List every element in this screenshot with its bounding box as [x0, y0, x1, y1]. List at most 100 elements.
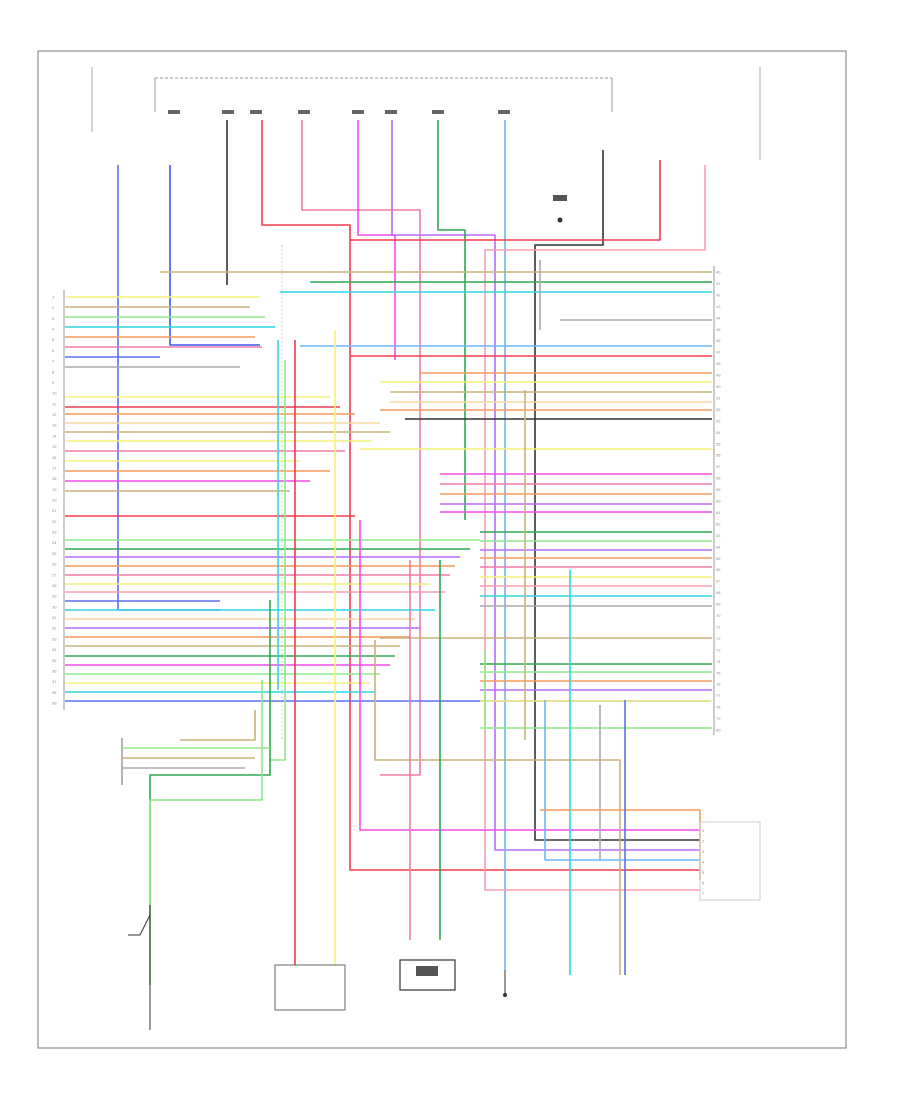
pin-number: 52 [716, 407, 721, 412]
pin-number: 35 [52, 658, 57, 663]
pin-number: 25 [52, 551, 57, 556]
pin-number: 62 [716, 521, 721, 526]
wire [149, 600, 271, 985]
diagram-frame [37, 50, 847, 1049]
pin-number: 6 [52, 348, 55, 353]
pin-number: 70 [716, 613, 721, 618]
pin-number: 28 [52, 583, 57, 588]
top-feed-wires [117, 120, 706, 970]
pin-number: 30 [52, 604, 57, 609]
pin-number: 46 [716, 338, 721, 343]
pin-number: 33 [52, 636, 57, 641]
pin-number: 6 [702, 881, 705, 886]
pin-number: 68 [716, 590, 721, 595]
pin-number: 47 [716, 350, 721, 355]
pin-number: 18 [52, 476, 57, 481]
fuse-connector [250, 110, 262, 114]
pin-number: 49 [716, 373, 721, 378]
left-pin-labels: 1234567891011121314151617181920212223242… [52, 295, 57, 706]
wire-black-feed-2 [534, 150, 700, 841]
pin-number: 38 [52, 690, 57, 695]
pin-number: 63 [716, 533, 721, 538]
fuse-connector [168, 110, 180, 114]
pin-number: 23 [52, 530, 57, 535]
wire-red-feed-2 [350, 160, 661, 241]
bottom-components [128, 195, 567, 1030]
pin-number: 3 [52, 316, 55, 321]
pin-number: 61 [716, 510, 721, 515]
pin-number: 51 [716, 395, 721, 400]
fuse-block [168, 110, 510, 114]
wire-red-feed [261, 120, 700, 871]
pin-number: 79 [716, 716, 721, 721]
pin-number: 41 [716, 281, 721, 286]
pin-number: 14 [52, 433, 57, 438]
pin-number: 1 [702, 828, 705, 833]
sensor-block [553, 195, 567, 201]
pin-number: 65 [716, 556, 721, 561]
pin-number: 13 [52, 423, 57, 428]
pin-number: 39 [52, 701, 57, 706]
bottom-right-connector-body [699, 821, 761, 901]
wire-pink-feed [301, 120, 421, 776]
pin-number: 29 [52, 594, 57, 599]
pin-number: 53 [716, 418, 721, 423]
pin-number: 7 [52, 359, 55, 364]
pin-number: 32 [52, 626, 57, 631]
pin-number: 59 [716, 487, 721, 492]
fuse-connector [222, 110, 234, 114]
splice-node [557, 217, 563, 223]
wire [270, 360, 286, 761]
pin-number: 77 [716, 693, 721, 698]
pin-number: 8 [52, 369, 55, 374]
pin-number: 17 [52, 465, 57, 470]
ground-node [503, 993, 507, 997]
pin-number: 4 [52, 327, 55, 332]
pin-number: 22 [52, 519, 57, 524]
switch-symbol [128, 914, 151, 936]
pin-number: 36 [52, 668, 57, 673]
fuse-connector [352, 110, 364, 114]
pin-number: 19 [52, 487, 57, 492]
component-box [274, 964, 346, 1011]
pin-number: 10 [52, 391, 57, 396]
wire [180, 710, 256, 741]
pin-number: 24 [52, 540, 57, 545]
wire-blue-feed [117, 165, 220, 611]
component-box [416, 966, 438, 976]
pin-number: 73 [716, 647, 721, 652]
pin-number: 76 [716, 682, 721, 687]
pin-number: 56 [716, 453, 721, 458]
wire-magenta-feed [357, 120, 396, 360]
right-harness-wires [160, 271, 712, 729]
pin-number: 5 [52, 337, 55, 342]
pin-number: 54 [716, 430, 721, 435]
pin-number: 26 [52, 562, 57, 567]
pin-number: 5 [702, 870, 705, 875]
pin-number: 72 [716, 636, 721, 641]
pin-number: 11 [52, 401, 57, 406]
pin-number: 66 [716, 567, 721, 572]
pin-number: 57 [716, 464, 721, 469]
pin-number: 21 [52, 508, 57, 513]
pin-number: 78 [716, 705, 721, 710]
pin-number: 71 [716, 625, 721, 630]
pin-number: 48 [716, 361, 721, 366]
pin-number: 2 [702, 839, 705, 844]
pin-number: 43 [716, 304, 721, 309]
left-harness-wires [65, 296, 710, 702]
pin-number: 67 [716, 579, 721, 584]
pin-number: 75 [716, 670, 721, 675]
pin-number: 64 [716, 544, 721, 549]
pin-number: 20 [52, 498, 57, 503]
pin-number: 15 [52, 444, 57, 449]
pin-number: 58 [716, 476, 721, 481]
wire [359, 520, 700, 831]
speed-sensor-connector [121, 738, 270, 785]
pin-number: 69 [716, 602, 721, 607]
wire [149, 680, 263, 985]
pin-number: 44 [716, 315, 721, 320]
wire-red-feed-3 [484, 165, 706, 891]
pin-number: 55 [716, 441, 721, 446]
